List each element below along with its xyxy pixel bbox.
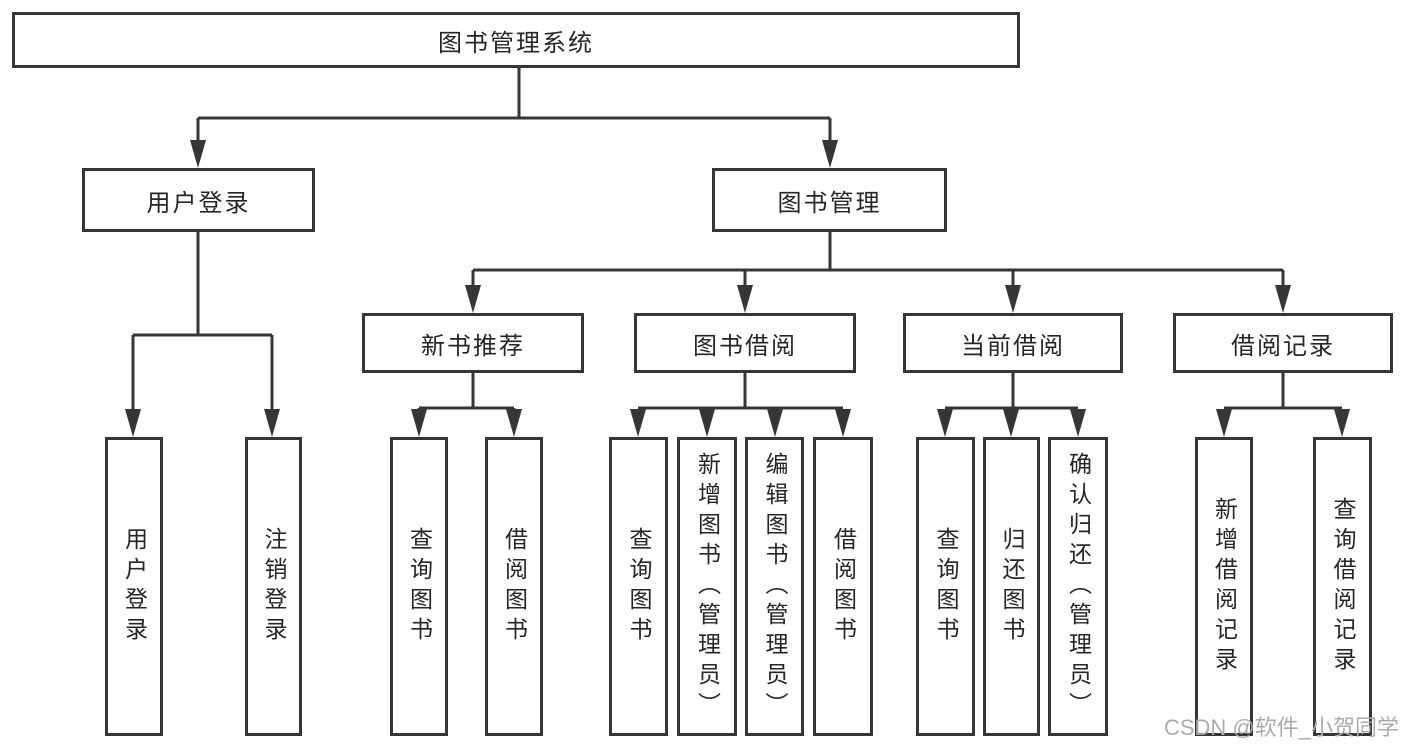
arrowhead-nb-query <box>411 409 427 437</box>
leaf-bb-borrow-books: 借阅图书 <box>813 437 873 736</box>
leaf-logout: 注销登录 <box>245 437 302 736</box>
leaf-cb-return-books: 归还图书 <box>983 437 1040 736</box>
leaf-bb-borrow-books-label: 借阅图书 <box>830 526 857 647</box>
leaf-bb-add-books-admin-label: 新增图书（管理员） <box>694 451 721 722</box>
leaf-br-add-record: 新增借阅记录 <box>1195 437 1253 736</box>
node-new-book-recommend: 新书推荐 <box>362 313 584 373</box>
leaf-nb-query-books: 查询图书 <box>390 437 448 736</box>
node-user-login-group: 用户登录 <box>82 168 315 232</box>
leaf-bb-edit-books-admin-label: 编辑图书（管理员） <box>762 451 788 722</box>
arrowhead-cb-confirm <box>1070 409 1086 437</box>
arrowhead-uf-logout <box>264 409 280 437</box>
arrowhead-borrowrecord <box>1275 285 1291 313</box>
node-root-library-system: 图书管理系统 <box>12 12 1020 68</box>
arrowhead-br-query <box>1334 409 1350 437</box>
arrowhead-nb-borrow <box>506 409 522 437</box>
arrowhead-cb-return <box>1003 409 1019 437</box>
node-book-management-group: 图书管理 <box>712 168 947 232</box>
node-borrowing-records: 借阅记录 <box>1173 313 1393 373</box>
arrowhead-uf-login <box>125 409 141 437</box>
arrowhead-book-mgmt <box>822 140 838 168</box>
leaf-cb-query-books: 查询图书 <box>916 437 975 736</box>
leaf-nb-borrow-books-label: 借阅图书 <box>501 526 528 647</box>
arrowhead-cb-query <box>937 409 953 437</box>
node-book-borrowing: 图书借阅 <box>634 313 856 373</box>
leaf-br-add-record-label: 新增借阅记录 <box>1211 496 1238 677</box>
arrowhead-bb-add <box>699 409 715 437</box>
arrowhead-newbookrec <box>465 285 481 313</box>
arrowhead-currentborrow <box>1005 285 1021 313</box>
csdn-watermark: CSDN @软件_小贺同学 <box>1163 715 1399 740</box>
leaf-cb-return-books-label: 归还图书 <box>999 526 1025 647</box>
leaf-bb-query-books-label: 查询图书 <box>626 526 652 647</box>
arrowhead-bb-query <box>630 409 646 437</box>
leaf-br-query-record-label: 查询借阅记录 <box>1330 496 1356 677</box>
leaf-user-login: 用户登录 <box>105 437 163 736</box>
leaf-user-login-label: 用户登录 <box>121 526 148 647</box>
leaf-br-query-record: 查询借阅记录 <box>1313 437 1372 736</box>
leaf-cb-confirm-return-admin-label: 确认归还（管理员） <box>1065 451 1092 722</box>
arrowhead-br-add <box>1216 409 1232 437</box>
arrowhead-bb-edit <box>767 409 783 437</box>
leaf-cb-confirm-return-admin: 确认归还（管理员） <box>1048 437 1108 736</box>
leaf-bb-query-books: 查询图书 <box>609 437 668 736</box>
arrowhead-bookborrow <box>737 285 753 313</box>
leaf-bb-add-books-admin: 新增图书（管理员） <box>677 437 737 736</box>
leaf-nb-borrow-books: 借阅图书 <box>485 437 543 736</box>
leaf-bb-edit-books-admin: 编辑图书（管理员） <box>745 437 804 736</box>
leaf-logout-label: 注销登录 <box>261 526 287 647</box>
arrowhead-bb-borrow <box>835 409 851 437</box>
leaf-cb-query-books-label: 查询图书 <box>933 526 959 647</box>
arrowhead-user-login <box>190 140 206 168</box>
leaf-nb-query-books-label: 查询图书 <box>406 526 433 647</box>
node-current-borrowing: 当前借阅 <box>903 313 1123 373</box>
